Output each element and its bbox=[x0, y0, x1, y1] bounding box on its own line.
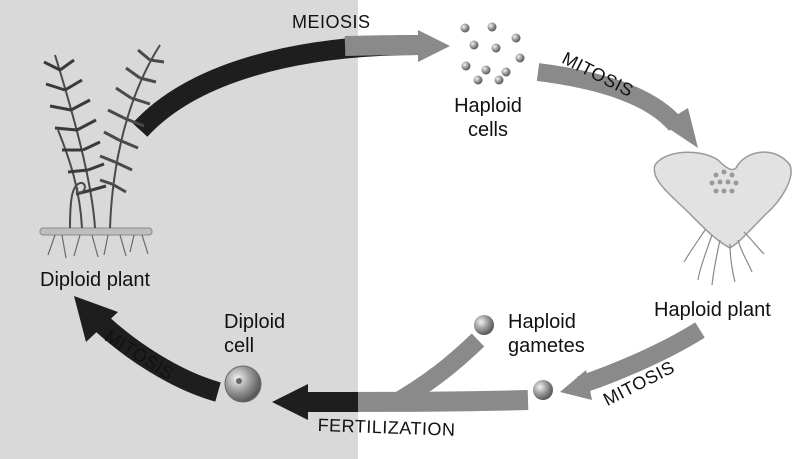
diploid-plant-label: Diploid plant bbox=[40, 269, 151, 291]
fertilization-arrow bbox=[272, 333, 529, 420]
diploid-cell bbox=[224, 365, 262, 403]
haploid-gametes bbox=[474, 315, 553, 400]
meiosis-label: MEIOSIS bbox=[292, 12, 371, 32]
haploid-cells bbox=[460, 22, 525, 85]
mitosis-arrow-top bbox=[536, 63, 698, 148]
haploid-plant-label: Haploid plant bbox=[654, 299, 771, 321]
haploid-cells-label-line1: Haploid bbox=[454, 95, 522, 117]
haploid-cells-label: Haploid cells bbox=[448, 94, 528, 142]
diploid-plant bbox=[39, 44, 165, 259]
diploid-cell-label: Diploid cell bbox=[224, 310, 285, 358]
diploid-cell-label-line1: Diploid bbox=[224, 311, 286, 333]
haploid-plant bbox=[653, 151, 792, 286]
haploid-gametes-label: Haploid gametes bbox=[508, 310, 585, 358]
meiosis-arrow bbox=[132, 30, 450, 137]
haploid-cells-label-line2: cells bbox=[467, 119, 508, 141]
haploid-gametes-label-line1: Haploid bbox=[508, 311, 576, 333]
mitosis-arrow-bottom bbox=[560, 322, 705, 400]
diploid-cell-label-line2: cell bbox=[224, 335, 255, 357]
haploid-gametes-label-line2: gametes bbox=[508, 335, 585, 357]
mitosis-arrow-left bbox=[74, 296, 221, 402]
